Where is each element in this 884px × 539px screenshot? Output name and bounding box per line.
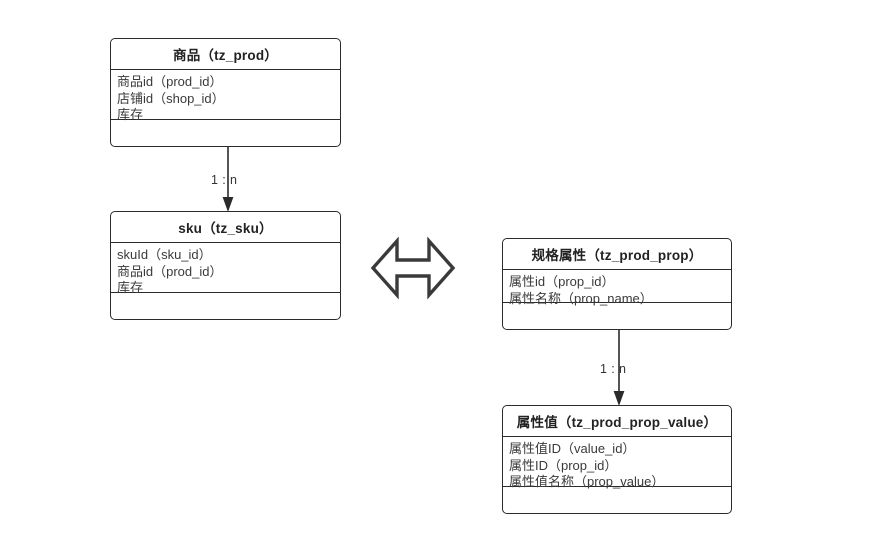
entity-box-propvalue[interactable]: 属性值（tz_prod_prop_value） 属性值ID（value_id） … — [502, 405, 732, 514]
attribute-row: skuId（sku_id） — [117, 247, 212, 262]
arrowhead-icon — [613, 391, 625, 406]
entity-title-propvalue: 属性值（tz_prod_prop_value） — [503, 406, 731, 437]
double-headed-arrow-icon — [370, 236, 456, 300]
entity-title-prod: 商品（tz_prod） — [111, 39, 340, 70]
entity-box-prop[interactable]: 规格属性（tz_prod_prop） 属性id（prop_id） 属性名称（pr… — [502, 238, 732, 330]
attribute-row: 属性值名称（prop_value） — [509, 474, 665, 489]
attribute-row: 商品id（prod_id） — [117, 263, 223, 279]
double-arrow-outline — [370, 236, 456, 300]
attribute-row: 店铺id（shop_id） — [117, 90, 225, 106]
attribute-row: 属性值ID（value_id） — [509, 441, 636, 456]
entity-box-prod[interactable]: 商品（tz_prod） 商品id（prod_id） 店铺id（shop_id） … — [110, 38, 341, 147]
relation-label-prop-value: 1 : n — [600, 362, 627, 376]
relation-label-prod-sku: 1 : n — [211, 173, 238, 187]
entity-attributes-prod: 商品id（prod_id） 店铺id（shop_id） 库存 — [111, 70, 340, 122]
attribute-row: 属性id（prop_id） — [509, 274, 615, 289]
entity-title-sku: sku（tz_sku） — [111, 212, 340, 243]
attribute-row: 商品id（prod_id） — [117, 74, 223, 89]
attribute-row: 属性名称（prop_name） — [509, 290, 653, 306]
attribute-row: 库存 — [117, 107, 144, 122]
attribute-row: 属性ID（prop_id） — [509, 457, 618, 473]
relation-connector-prod-sku — [222, 146, 234, 212]
entity-attributes-sku: skuId（sku_id） 商品id（prod_id） 库存 — [111, 243, 340, 295]
entity-attributes-prop: 属性id（prop_id） 属性名称（prop_name） — [503, 270, 731, 306]
entity-attributes-propvalue: 属性值ID（value_id） 属性ID（prop_id） 属性值名称（prop… — [503, 437, 731, 489]
attribute-row: 库存 — [117, 280, 144, 295]
entity-title-prop: 规格属性（tz_prod_prop） — [503, 239, 731, 270]
relation-connector-prop-value — [613, 329, 625, 406]
arrowhead-icon — [222, 197, 234, 212]
entity-box-sku[interactable]: sku（tz_sku） skuId（sku_id） 商品id（prod_id） … — [110, 211, 341, 320]
